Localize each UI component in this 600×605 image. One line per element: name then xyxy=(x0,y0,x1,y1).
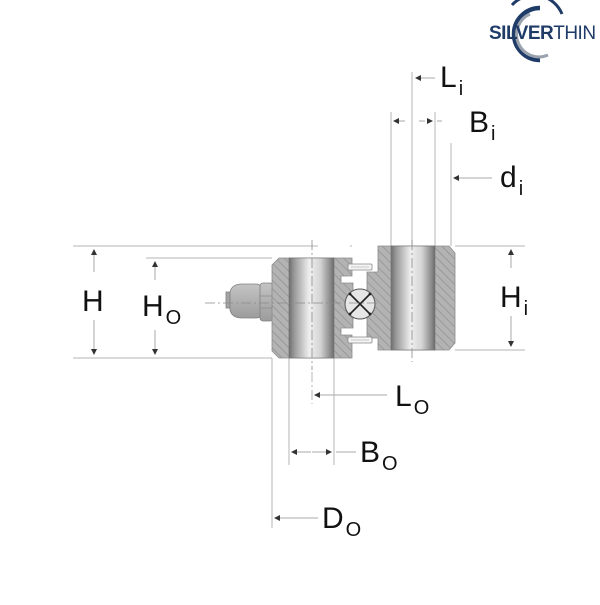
crossed-roller xyxy=(344,288,376,320)
label-Bo-main: B xyxy=(360,436,381,469)
logo-text-light: THIN xyxy=(553,23,596,44)
label-Lo-main: L xyxy=(395,380,412,413)
label-Do-main: D xyxy=(322,502,344,535)
label-H-main: H xyxy=(82,285,104,318)
label-Hi-main: H xyxy=(500,281,522,314)
extension-lines xyxy=(73,72,525,528)
label-di-sub: i xyxy=(518,178,524,200)
label-Lo-sub: O xyxy=(413,397,430,419)
outer-ring xyxy=(271,257,354,359)
label-Ho-main: H xyxy=(142,290,164,323)
label-Bi-sub: i xyxy=(491,123,496,145)
label-Hi-sub: i xyxy=(523,298,529,320)
label-H: H xyxy=(82,287,104,317)
logo-text-bold: SILVER xyxy=(489,23,554,44)
label-Bi-main: B xyxy=(469,106,490,139)
center-lines xyxy=(205,240,413,370)
label-Li-sub: i xyxy=(458,78,464,100)
label-Do-sub: O xyxy=(345,519,362,541)
dimension-lines xyxy=(91,75,514,521)
label-Ho-sub: O xyxy=(165,307,182,329)
logo-emblem xyxy=(510,0,564,63)
seals xyxy=(347,263,373,344)
label-Li-main: L xyxy=(440,61,457,94)
mounting-bolt xyxy=(225,282,274,322)
label-Bo-sub: O xyxy=(382,453,398,475)
label-di-main: d xyxy=(500,161,517,194)
inner-ring xyxy=(366,245,456,351)
logo-wordmark: SILVERTHIN xyxy=(489,23,596,45)
silverthin-logo: SILVERTHIN xyxy=(482,6,596,64)
